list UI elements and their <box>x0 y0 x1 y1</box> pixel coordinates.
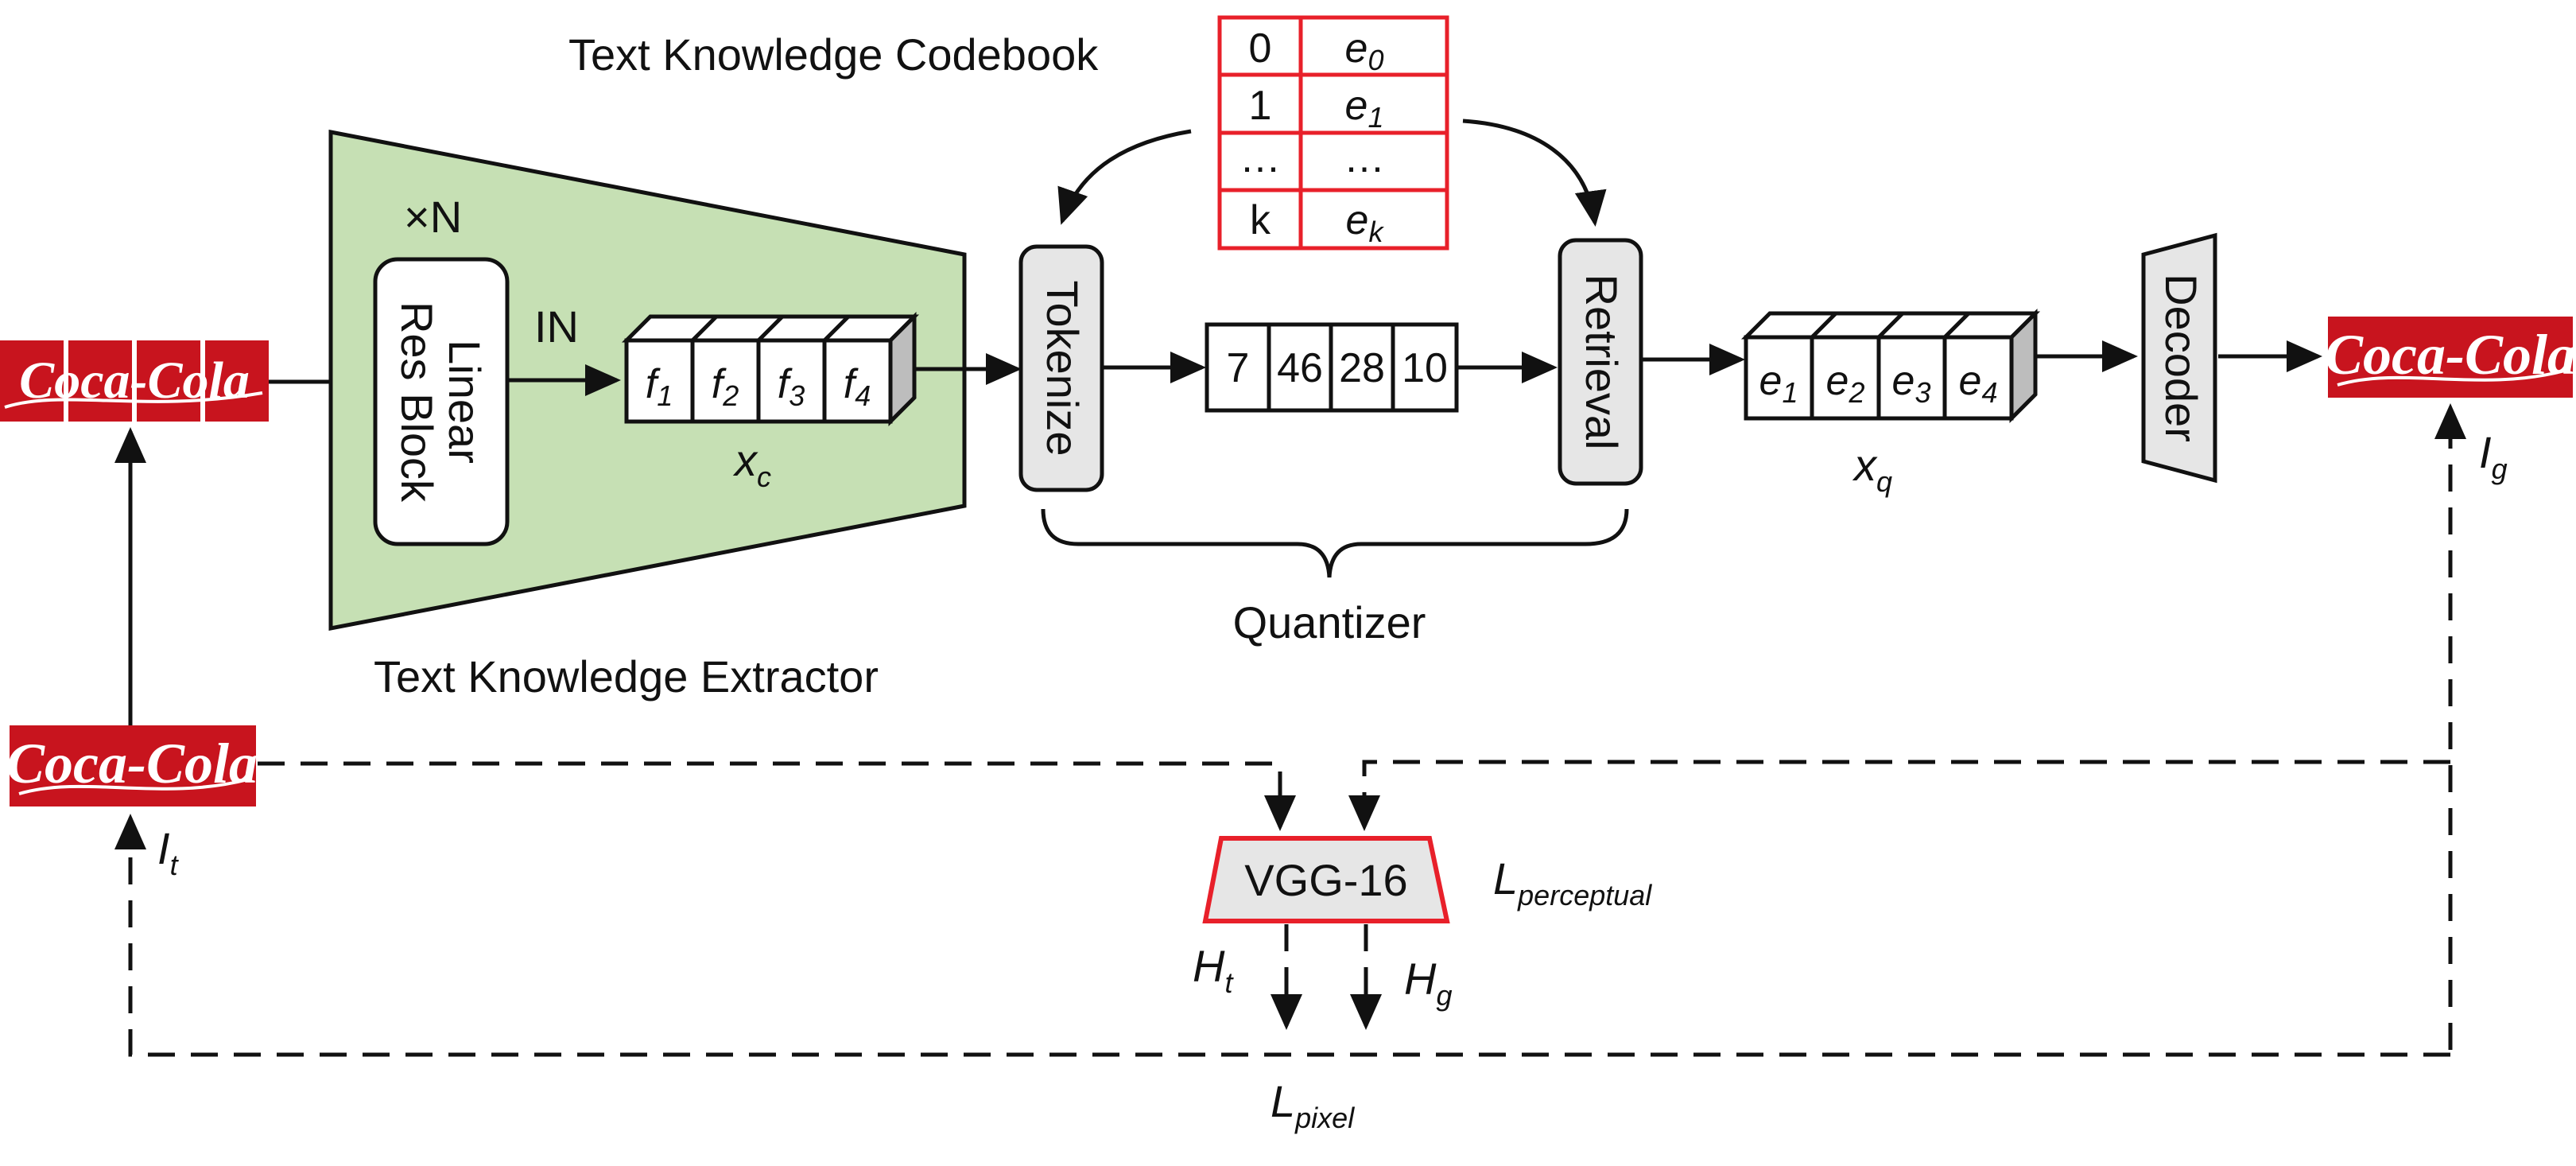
codebook-index: 0 <box>1249 25 1272 72</box>
codebook-row: 0 e0 <box>1249 25 1384 76</box>
xc-label: xc <box>732 435 771 493</box>
feature-cell: f2 <box>712 361 739 412</box>
pixel-loss-label: Lpixel <box>1271 1076 1355 1134</box>
codebook-embedding: … <box>1344 135 1385 181</box>
codebook-index: k <box>1250 197 1271 243</box>
res-block-line2: Res Block <box>392 301 442 503</box>
generated-to-vgg-dashed <box>1348 760 2450 831</box>
codebook-row: k ek <box>1250 197 1384 248</box>
codebook-embedding: ek <box>1346 197 1385 248</box>
codebook-to-tokenize-arrow <box>1057 129 1192 225</box>
target-to-vgg-dashed <box>258 761 1296 831</box>
vgg16-label: VGG-16 <box>1244 855 1407 905</box>
retrieval-box <box>1558 238 1643 486</box>
feature-cell: f1 <box>646 361 673 412</box>
token-cell: 46 <box>1277 345 1323 391</box>
codebook-table: 0 e0 1 e1 … … k ek <box>1217 15 1449 251</box>
linear-res-block <box>373 257 510 546</box>
ht-label: Ht <box>1193 941 1234 999</box>
tokenize-label: Tokenize <box>1038 280 1088 456</box>
embedding-cell: e3 <box>1892 358 1931 409</box>
tokenize-box <box>1018 244 1104 492</box>
embedding-cell: e4 <box>1959 358 1998 409</box>
target-image: Coca-Cola <box>6 725 258 806</box>
quantized-tensor: e1 e2 e3 e4 <box>1740 308 2041 424</box>
vgg16-box <box>1202 836 1450 923</box>
xq-label: xq <box>1852 440 1892 498</box>
codebook-embedding: e0 <box>1345 25 1384 76</box>
input-image-patches: Coca-Cola <box>0 340 269 422</box>
feature-cell: f3 <box>778 361 805 412</box>
repeat-label: ×N <box>404 192 462 242</box>
codebook-index: 1 <box>1249 83 1272 129</box>
feature-cell: f4 <box>844 361 871 412</box>
decoder-label: Decoder <box>2156 274 2206 442</box>
retrieval-label: Retrieval <box>1577 274 1627 450</box>
codebook-embedding: e1 <box>1345 83 1384 134</box>
res-block-line1: Linear <box>440 340 490 464</box>
codebook-to-retrieval-arrow <box>1462 119 1607 227</box>
token-indices: 7 46 28 10 <box>1205 322 1459 413</box>
codebook-title: Text Knowledge Codebook <box>568 29 1099 80</box>
extractor-label: Text Knowledge Extractor <box>374 651 879 702</box>
perceptual-loss-label: Lperceptual <box>1493 853 1652 911</box>
token-cell: 28 <box>1339 345 1385 391</box>
ig-label: Ig <box>2479 427 2508 485</box>
it-label: It <box>157 823 180 881</box>
embedding-cell: e2 <box>1826 358 1865 409</box>
quantizer-label: Quantizer <box>1233 597 1426 647</box>
hg-label: Hg <box>1404 954 1452 1012</box>
embedding-cell: e1 <box>1759 358 1798 409</box>
generated-image: Coca-Cola <box>2325 317 2576 398</box>
decoder-shape <box>2141 232 2217 484</box>
token-cell: 7 <box>1227 345 1250 391</box>
token-cell: 10 <box>1402 345 1448 391</box>
quantizer-brace <box>1041 508 1629 578</box>
in-label: IN <box>534 301 579 352</box>
codebook-row: 1 e1 <box>1249 83 1384 134</box>
feature-tensor: f1 f2 f3 f4 <box>621 311 920 427</box>
pixel-loss-to-target-dashed <box>114 814 2450 1057</box>
codebook-index: … <box>1240 135 1281 181</box>
codebook-row: … … <box>1240 135 1385 181</box>
